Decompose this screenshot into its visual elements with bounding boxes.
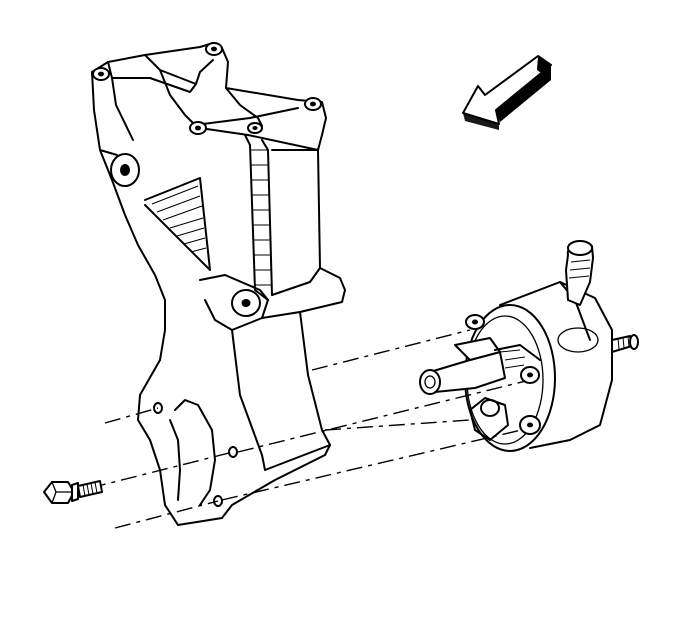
mounting-bolt <box>43 480 103 504</box>
direction-arrow <box>462 55 552 130</box>
pump-bracket <box>91 42 346 526</box>
alignment-lines <box>89 329 531 529</box>
power-steering-pump <box>419 240 639 452</box>
